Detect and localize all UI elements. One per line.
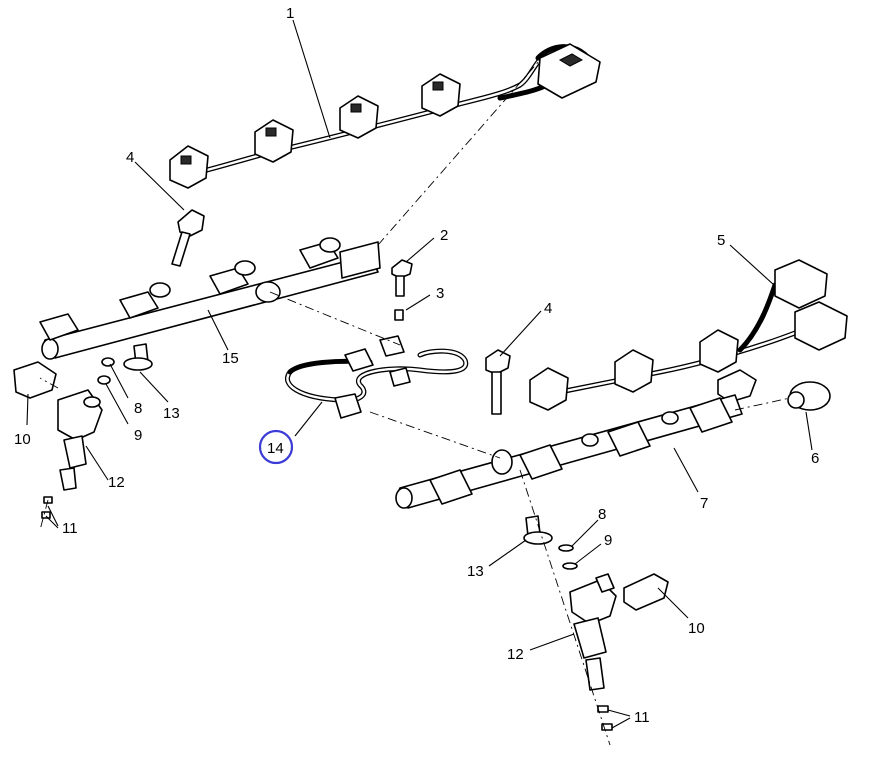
upper-injector-harness	[169, 43, 601, 189]
right-retainer-clip	[623, 573, 669, 611]
left-seal-9	[97, 375, 111, 385]
callout-2: 2	[440, 227, 448, 244]
callout-13-left: 13	[163, 405, 180, 422]
left-seal-8	[101, 357, 115, 367]
right-fuel-rail	[395, 394, 743, 509]
callout-4-left: 4	[126, 149, 134, 166]
callout-13-right: 13	[467, 563, 484, 580]
pipe-bolt	[391, 259, 413, 297]
callout-labels: 1 2 3 4 4 5 6 7 8 9 10 12 13 11 15 14 8 …	[14, 5, 819, 726]
callout-6: 6	[811, 450, 819, 467]
left-rail-bolt	[171, 209, 205, 267]
right-spacer	[523, 515, 553, 545]
callout-10-right: 10	[688, 620, 705, 637]
right-seal-11a	[597, 705, 609, 713]
callout-10-left: 10	[14, 431, 31, 448]
right-seal-9	[562, 562, 578, 570]
callout-8-left: 8	[134, 400, 142, 417]
assembly-centerlines	[39, 59, 791, 746]
callout-11-right: 11	[634, 709, 650, 726]
leader-lines	[26, 19, 813, 729]
left-retainer-clip	[13, 361, 57, 399]
callout-11-left: 11	[62, 520, 78, 537]
callout-1: 1	[286, 5, 294, 22]
right-seal-8	[558, 544, 574, 552]
highlight-ring	[258, 429, 294, 465]
callout-3: 3	[436, 285, 444, 302]
left-seal-11b	[41, 511, 51, 519]
callout-9-right: 9	[604, 532, 612, 549]
callout-12-left: 12	[108, 474, 125, 491]
callout-7: 7	[700, 495, 708, 512]
callout-9-left: 9	[134, 427, 142, 444]
right-seal-11b	[601, 723, 613, 731]
left-fuel-injector	[57, 389, 103, 491]
pipe-nut	[394, 309, 404, 321]
callout-4-right: 4	[544, 300, 552, 317]
left-spacer	[123, 343, 153, 371]
crossover-fuel-pipe	[285, 335, 469, 419]
callout-15: 15	[222, 350, 239, 367]
right-fuel-injector	[569, 573, 617, 691]
lower-injector-harness	[529, 259, 848, 411]
callout-12-right: 12	[507, 646, 524, 663]
callout-8-right: 8	[598, 506, 606, 523]
right-rail-bolt	[485, 349, 511, 415]
left-fuel-rail	[39, 237, 381, 360]
fuel-pressure-sensor	[787, 381, 831, 411]
callout-5: 5	[717, 232, 725, 249]
callout-14: 14	[267, 440, 284, 457]
